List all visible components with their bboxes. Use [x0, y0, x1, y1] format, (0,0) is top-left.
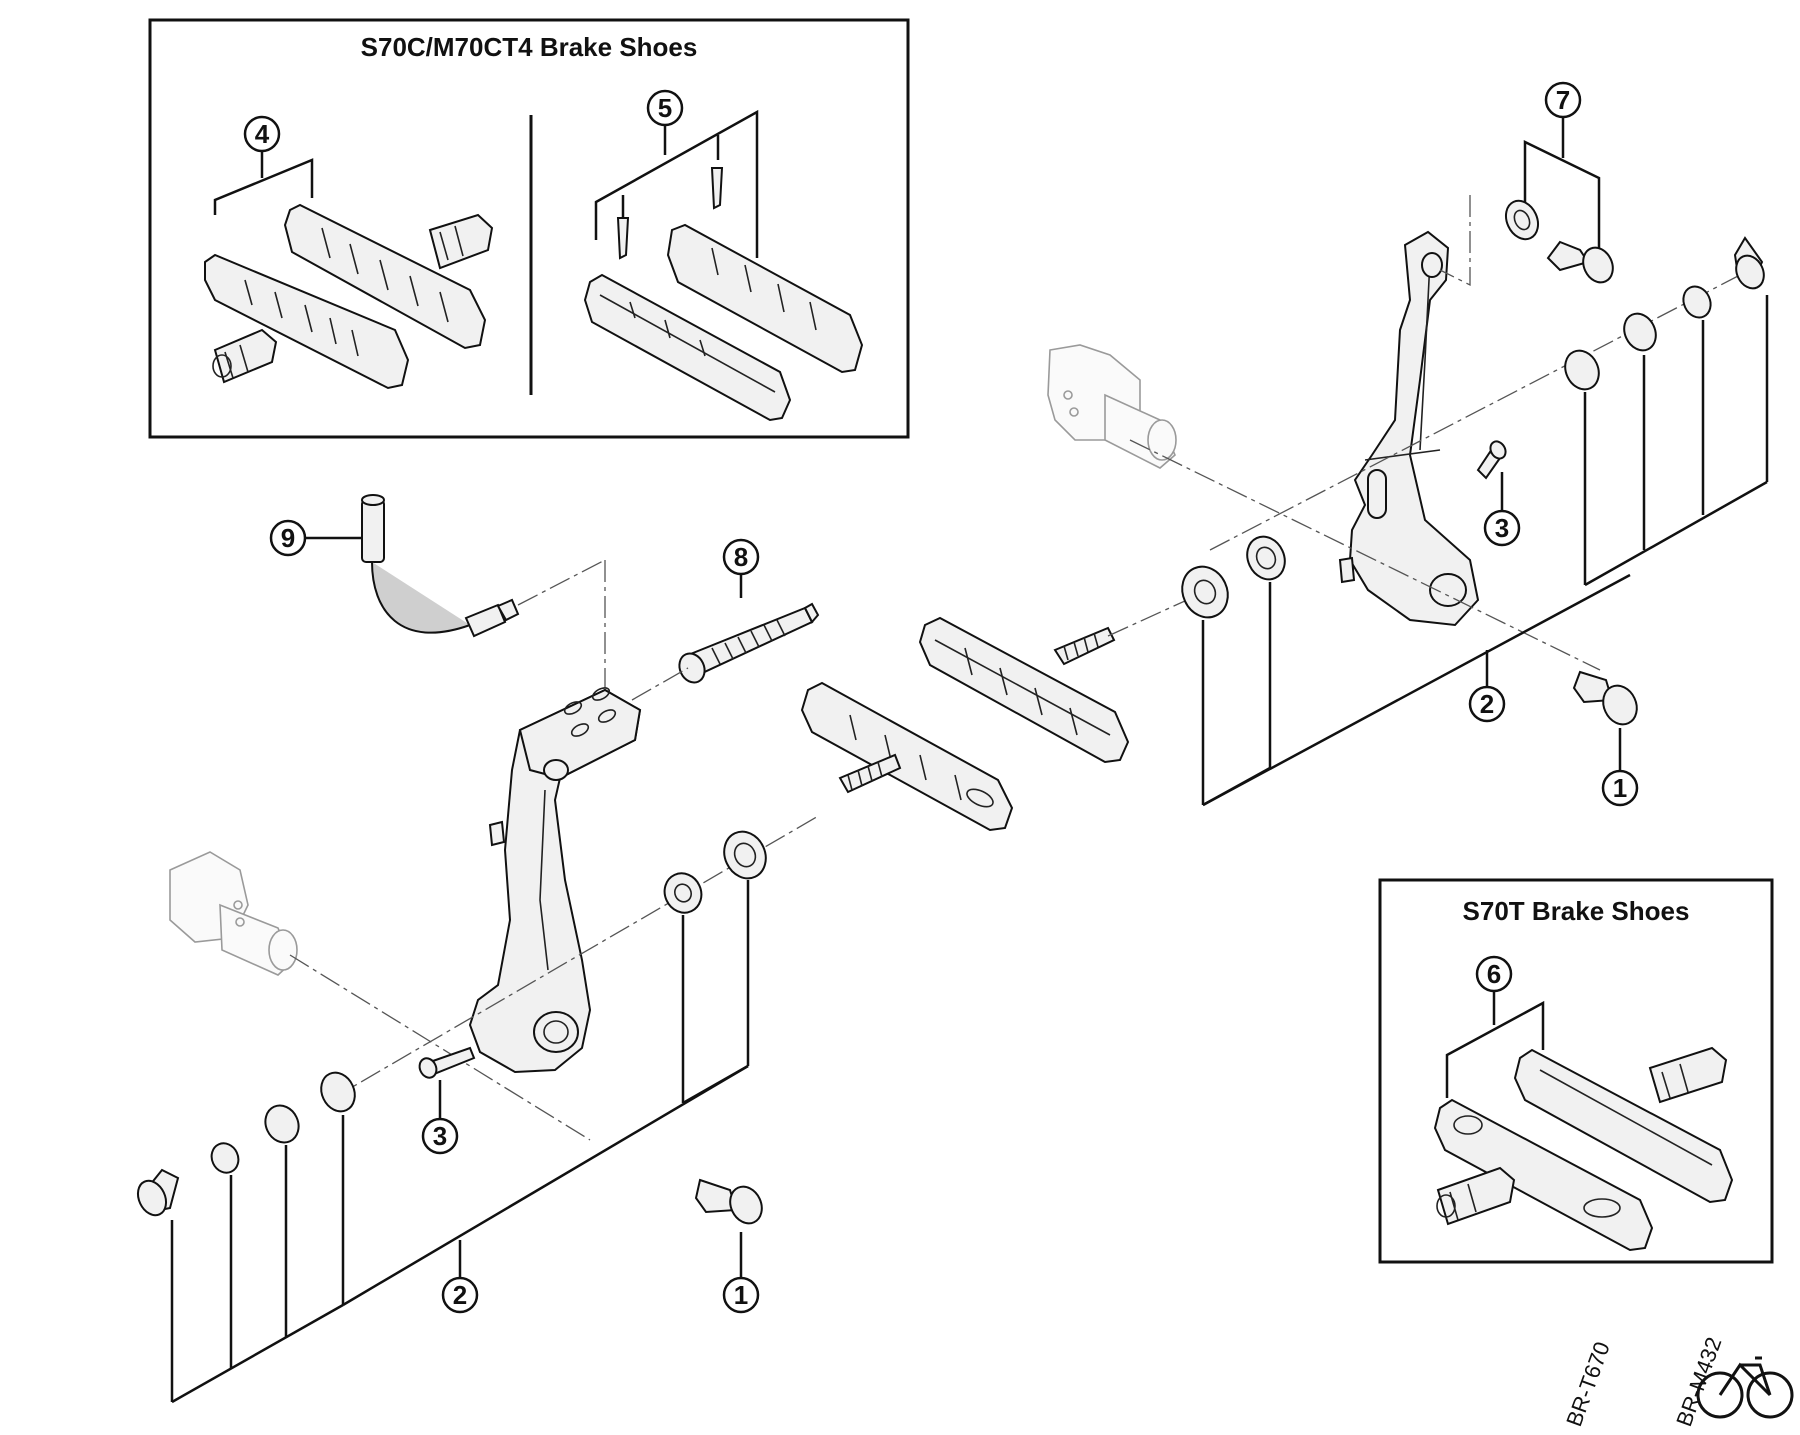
callout-3-right[interactable]: 3	[1483, 509, 1521, 547]
callout-4[interactable]: 4	[243, 115, 281, 153]
svg-text:3: 3	[433, 1121, 447, 1151]
nut-right	[1733, 236, 1765, 290]
inset-frame	[148, 18, 910, 439]
frame-boss-left	[169, 851, 298, 976]
screw-3-left	[418, 1046, 476, 1079]
svg-text:4: 4	[255, 119, 270, 149]
spacer-left-2	[663, 872, 703, 914]
svg-text:1: 1	[734, 1280, 748, 1310]
washer-left-3	[320, 1071, 356, 1113]
shoe-pin-left	[616, 217, 630, 260]
model-code-left: BR-T670	[1561, 1338, 1615, 1429]
svg-text:5: 5	[658, 93, 672, 123]
brake-shoe-6-front	[1433, 1098, 1654, 1252]
callout-5[interactable]: 5	[646, 89, 684, 127]
cartridge-pad-5-rear	[666, 223, 864, 374]
bolt-1-left	[694, 1178, 763, 1225]
brake-arm-right	[1338, 230, 1480, 627]
svg-text:9: 9	[281, 523, 295, 553]
callout-2-right[interactable]: 2	[1468, 685, 1506, 723]
shoe-pin-right	[710, 167, 724, 210]
bolt-7	[1546, 240, 1614, 284]
spacer-right-1	[1181, 565, 1229, 619]
washer-left-2	[264, 1104, 300, 1144]
callout-6[interactable]: 6	[1475, 955, 1513, 993]
svg-text:2: 2	[453, 1280, 467, 1310]
screw-3-right	[1476, 440, 1507, 480]
brake-shoe-4-rear	[283, 203, 494, 350]
brake-shoe-left	[800, 681, 1014, 832]
brake-shoe-right	[918, 616, 1130, 764]
svg-text:2: 2	[1480, 689, 1494, 719]
svg-text:1: 1	[1613, 773, 1627, 803]
callout-2-left[interactable]: 2	[441, 1276, 479, 1314]
washer-right-3	[1564, 349, 1600, 391]
brake-shoe-6-rear	[1513, 1046, 1734, 1204]
brake-arm-left	[468, 687, 642, 1074]
callout-7[interactable]: 7	[1544, 81, 1582, 119]
svg-text:6: 6	[1487, 959, 1501, 989]
inset-s70c-m70ct4: S70C/M70CT4 Brake Shoes 4 5	[148, 18, 910, 439]
inset-frame-s70t	[1378, 878, 1774, 1264]
spacer-left-1	[723, 830, 767, 880]
bolt-1-right	[1572, 670, 1638, 726]
svg-text:8: 8	[734, 542, 748, 572]
cable-boot	[678, 602, 820, 684]
washer-right-1	[1682, 285, 1712, 319]
model-code-right: BR-M432	[1671, 1334, 1726, 1430]
callout-8[interactable]: 8	[722, 538, 760, 576]
brake-shoe-4-front	[204, 253, 410, 390]
callout-3-left[interactable]: 3	[421, 1117, 459, 1155]
cartridge-pad-5-front	[583, 273, 792, 422]
cable-noodle	[361, 494, 520, 638]
washer-right-2	[1623, 312, 1657, 352]
inset-s70t: S70T Brake Shoes 6	[1378, 878, 1774, 1264]
washer-7	[1504, 199, 1540, 241]
svg-text:3: 3	[1495, 513, 1509, 543]
callout-1-left[interactable]: 1	[722, 1276, 760, 1314]
svg-text:7: 7	[1556, 85, 1570, 115]
inset-title: S70C/M70CT4 Brake Shoes	[361, 32, 698, 62]
callout-1-right[interactable]: 1	[1601, 769, 1639, 807]
spacer-right-2	[1246, 535, 1286, 581]
washer-left-1	[210, 1142, 240, 1174]
frame-boss-right	[1047, 344, 1177, 469]
left-assembly: 9 8	[136, 494, 1014, 1404]
bicycle-icon	[1696, 1356, 1794, 1419]
callout-9[interactable]: 9	[269, 519, 307, 557]
nut-left	[136, 1168, 180, 1217]
inset-title-s70t: S70T Brake Shoes	[1463, 896, 1690, 926]
right-assembly: 7 3	[918, 81, 1769, 807]
